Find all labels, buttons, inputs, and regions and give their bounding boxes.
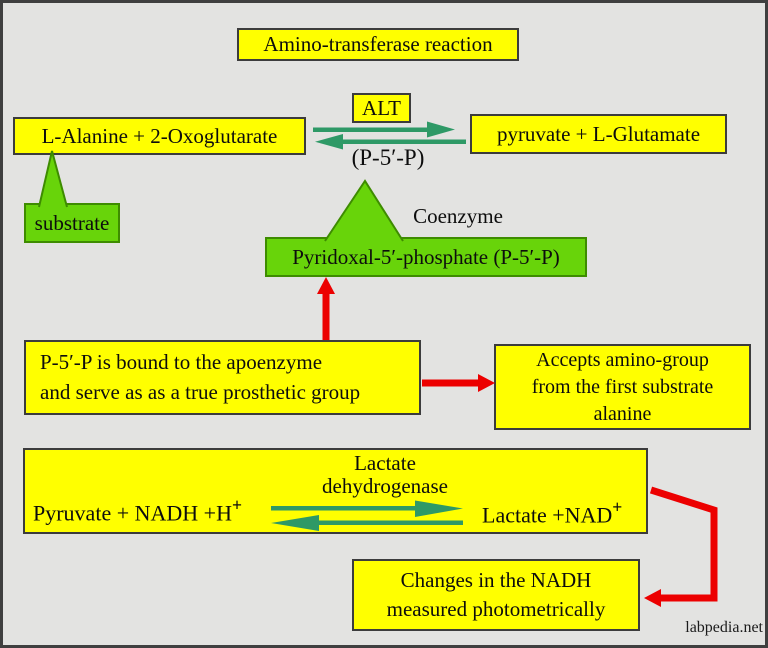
accepts-amino-group-note: Accepts amino-group from the first subst… bbox=[494, 344, 751, 430]
red-elbow-arrow-icon bbox=[644, 486, 718, 607]
prosthetic-group-note: P-5′-P is bound to the apoenzyme and ser… bbox=[24, 340, 421, 415]
watermark: labpedia.net bbox=[685, 619, 763, 636]
photometric-note-line2: measured photometrically bbox=[386, 597, 606, 621]
ldh-enzyme-line2: dehydrogenase bbox=[322, 474, 448, 499]
ldh-enzyme-label: Lactate dehydrogenase bbox=[245, 451, 525, 499]
accepts-note-line2: from the first substrate bbox=[531, 375, 714, 398]
substrate-callout: substrate bbox=[24, 203, 120, 243]
h-plus-superscript: + bbox=[231, 495, 242, 515]
coenzyme-label: Coenzyme bbox=[413, 203, 503, 228]
substrate-callout-pointer bbox=[38, 150, 68, 208]
prosthetic-note-line2: and serve as as a true prosthetic group bbox=[40, 379, 361, 404]
diagram-title: Amino-transferase reaction bbox=[237, 28, 519, 61]
ldh-enzyme-line1: Lactate bbox=[354, 451, 416, 475]
photometric-measurement-note: Changes in the NADH measured photometric… bbox=[352, 559, 640, 631]
coenzyme-callout-pointer bbox=[324, 179, 404, 242]
enzyme-alt-label: ALT bbox=[352, 93, 411, 123]
coenzyme-short-label: (P-5′-P) bbox=[351, 144, 425, 170]
photometric-note-line1: Changes in the NADH bbox=[400, 567, 592, 592]
pyridoxal-phosphate-box: Pyridoxal-5′-phosphate (P-5′-P) bbox=[265, 237, 587, 277]
prosthetic-note-line1: P-5′-P is bound to the apoenzyme bbox=[40, 350, 323, 375]
products-box: pyruvate + L-Glutamate bbox=[470, 114, 727, 154]
alt-forward-arrow-icon bbox=[313, 121, 455, 138]
ldh-reactants: Pyruvate + NADH +H+ bbox=[33, 495, 242, 526]
reactants-box: L-Alanine + 2-Oxoglutarate bbox=[13, 117, 306, 155]
ldh-products: Lactate +NAD+ bbox=[482, 497, 623, 528]
accepts-note-line1: Accepts amino-group bbox=[536, 348, 709, 371]
red-right-arrow-icon bbox=[422, 374, 495, 392]
red-up-arrow-icon bbox=[317, 277, 335, 340]
accepts-note-line3: alanine bbox=[593, 402, 652, 425]
lactate-dehydrogenase-reaction-box: Lactate dehydrogenase Pyruvate + NADH +H… bbox=[23, 448, 648, 534]
nad-plus-superscript: + bbox=[612, 497, 623, 517]
